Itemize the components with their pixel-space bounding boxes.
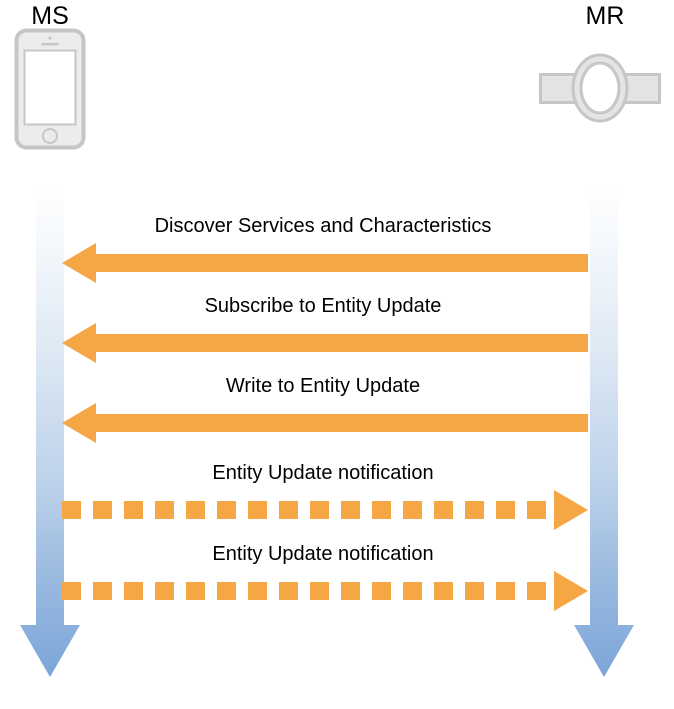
message-arrow-right-dashed	[55, 571, 595, 611]
message-label: Entity Update notification	[212, 543, 434, 565]
actor-label-ms: MS	[31, 2, 69, 30]
message-arrow-left-solid	[55, 243, 595, 283]
message-arrow-left-solid	[55, 403, 595, 443]
message-label: Entity Update notification	[212, 462, 434, 484]
message-arrow-right-dashed	[55, 490, 595, 530]
message-row: Subscribe to Entity Update	[0, 295, 674, 375]
message-label: Write to Entity Update	[225, 375, 421, 397]
message-arrow-left-solid	[55, 323, 595, 363]
actor-label-mr: MR	[585, 2, 625, 30]
message-row: Write to Entity Update	[0, 375, 674, 455]
message-label: Subscribe to Entity Update	[204, 295, 442, 317]
lifeline-ms	[10, 185, 90, 705]
smartphone-icon	[14, 28, 86, 150]
smartwatch-icon	[536, 52, 664, 124]
message-label: Discover Services and Characteristics	[154, 215, 492, 237]
message-row: Entity Update notification	[0, 543, 674, 623]
lifeline-mr	[564, 185, 644, 705]
message-row: Discover Services and Characteristics	[0, 215, 674, 295]
message-row: Entity Update notification	[0, 462, 674, 542]
